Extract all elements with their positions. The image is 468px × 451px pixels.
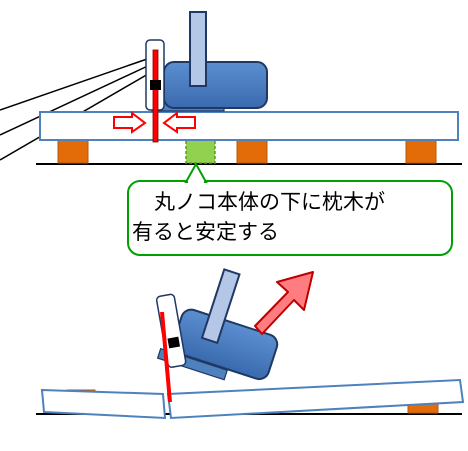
callout [127,161,453,256]
blade-clamp-bottom [167,336,181,349]
sleeper-block [185,139,216,164]
saw-motor-body [163,61,268,109]
bottom-scene [36,268,465,420]
leader-line-2 [0,63,153,136]
support-block-top-mid [236,139,268,164]
top-scene [0,11,462,165]
tilt-arrow-icon [254,271,314,335]
saw-handle-tilted [200,268,241,345]
board-bottom-right [166,378,465,420]
callout-text: 丸ノコ本体の下に枕木が 有ると安定する [132,188,452,248]
callout-box [127,180,453,256]
squeeze-arrow-left-icon [113,110,147,134]
support-block-top-left [57,139,89,164]
board-top [39,111,459,141]
saw-blade-bottom [160,311,172,403]
support-block-top-right [405,139,437,164]
saw-handle [189,11,207,87]
squeeze-arrow-right-icon [162,110,196,134]
board-bottom-left [40,388,167,420]
callout-line-1: 丸ノコ本体の下に枕木が [154,191,385,214]
callout-line-2: 有ると安定する [132,221,279,244]
saw-blade-top [152,49,159,143]
blade-clamp-top [150,80,161,90]
leader-line-1 [0,57,151,111]
callout-pointer [184,161,208,183]
